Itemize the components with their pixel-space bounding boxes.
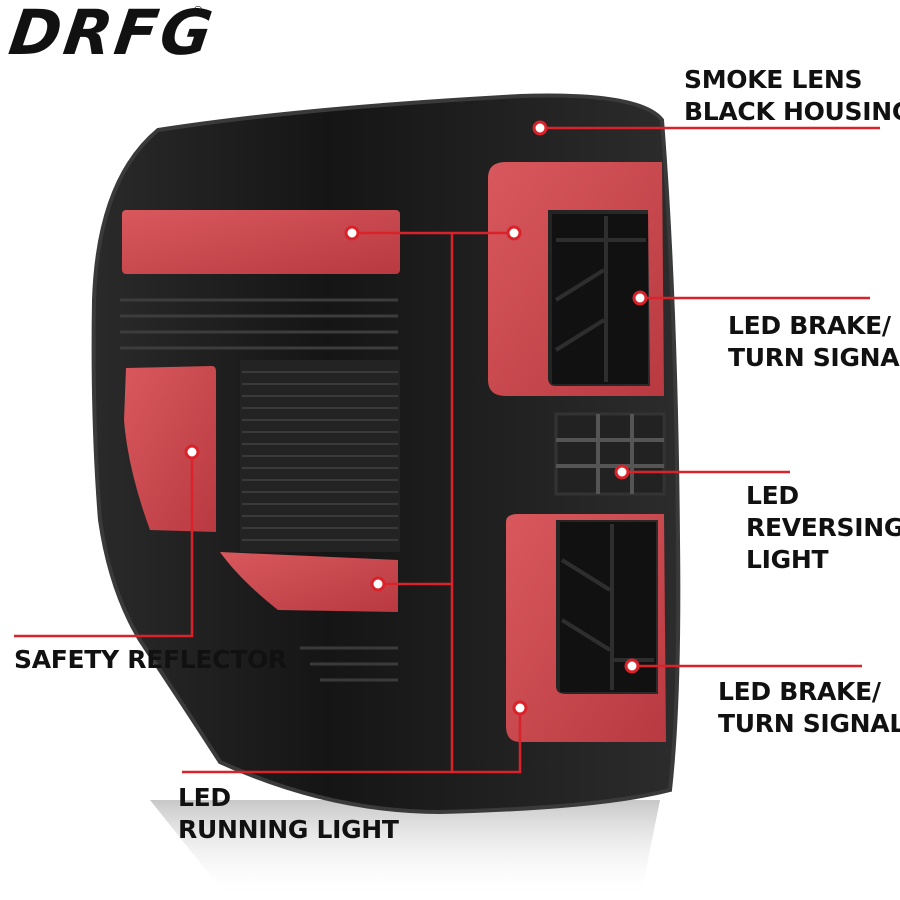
brake-upper-dot xyxy=(632,290,648,306)
label-reversing: LED REVERSING LIGHT xyxy=(746,480,900,576)
upper-ribs xyxy=(120,298,398,350)
reversing-dot xyxy=(614,464,630,480)
label-safety-reflector: SAFETY REFLECTOR xyxy=(14,644,287,676)
label-smoke-lens: SMOKE LENS BLACK HOUSING xyxy=(684,64,900,128)
brand-logo: DRFG xyxy=(4,0,220,69)
label-safety-reflector-line1: SAFETY REFLECTOR xyxy=(14,645,287,674)
lower-brake-frame xyxy=(506,514,666,742)
upper-running-light-lens xyxy=(122,210,400,274)
label-brake-lower-line1: LED BRAKE/ xyxy=(718,677,881,706)
lower-running-light-lens xyxy=(220,552,398,612)
label-brake-upper-line1: LED BRAKE/ xyxy=(728,311,891,340)
upper-brake-frame xyxy=(488,162,664,396)
label-running-light: LED RUNNING LIGHT xyxy=(178,782,399,846)
label-reversing-line3: LIGHT xyxy=(746,545,829,574)
label-running-light-line2: RUNNING LIGHT xyxy=(178,815,399,844)
label-brake-upper: LED BRAKE/ TURN SIGNAL xyxy=(728,310,900,374)
label-brake-upper-line2: TURN SIGNAL xyxy=(728,343,900,372)
floor-reflection xyxy=(150,800,660,900)
upper-bar-dot xyxy=(344,225,360,241)
label-smoke-lens-line1: SMOKE LENS xyxy=(684,65,863,94)
upper-led-segments xyxy=(554,216,646,382)
reflector-dot xyxy=(184,444,200,460)
label-brake-lower: LED BRAKE/ TURN SIGNAL xyxy=(718,676,900,740)
callout-lines xyxy=(14,126,880,774)
brake-lower-dot xyxy=(624,658,640,674)
label-running-light-line1: LED xyxy=(178,783,231,812)
label-reversing-line1: LED xyxy=(746,481,799,510)
lower-frame-dot xyxy=(512,700,528,716)
upper-frame-dot xyxy=(506,225,522,241)
upper-led-chamber xyxy=(552,214,648,384)
label-reversing-line2: REVERSING xyxy=(746,513,900,542)
registered-mark: ® xyxy=(192,4,204,18)
reversing-light-grid xyxy=(554,412,666,496)
label-brake-lower-line2: TURN SIGNAL xyxy=(718,709,900,738)
reversing-grid-lines xyxy=(556,414,664,494)
panel-ribs xyxy=(242,371,398,541)
callout-dots xyxy=(184,120,648,716)
smoke-lens-dot xyxy=(532,120,548,136)
lower-led-chamber xyxy=(560,522,656,692)
lower-ribs xyxy=(300,646,398,682)
lower-led-segments xyxy=(560,524,654,690)
label-smoke-lens-line2: BLACK HOUSING xyxy=(684,97,900,126)
lower-bar-dot xyxy=(370,576,386,592)
safety-reflector-line xyxy=(14,452,194,638)
